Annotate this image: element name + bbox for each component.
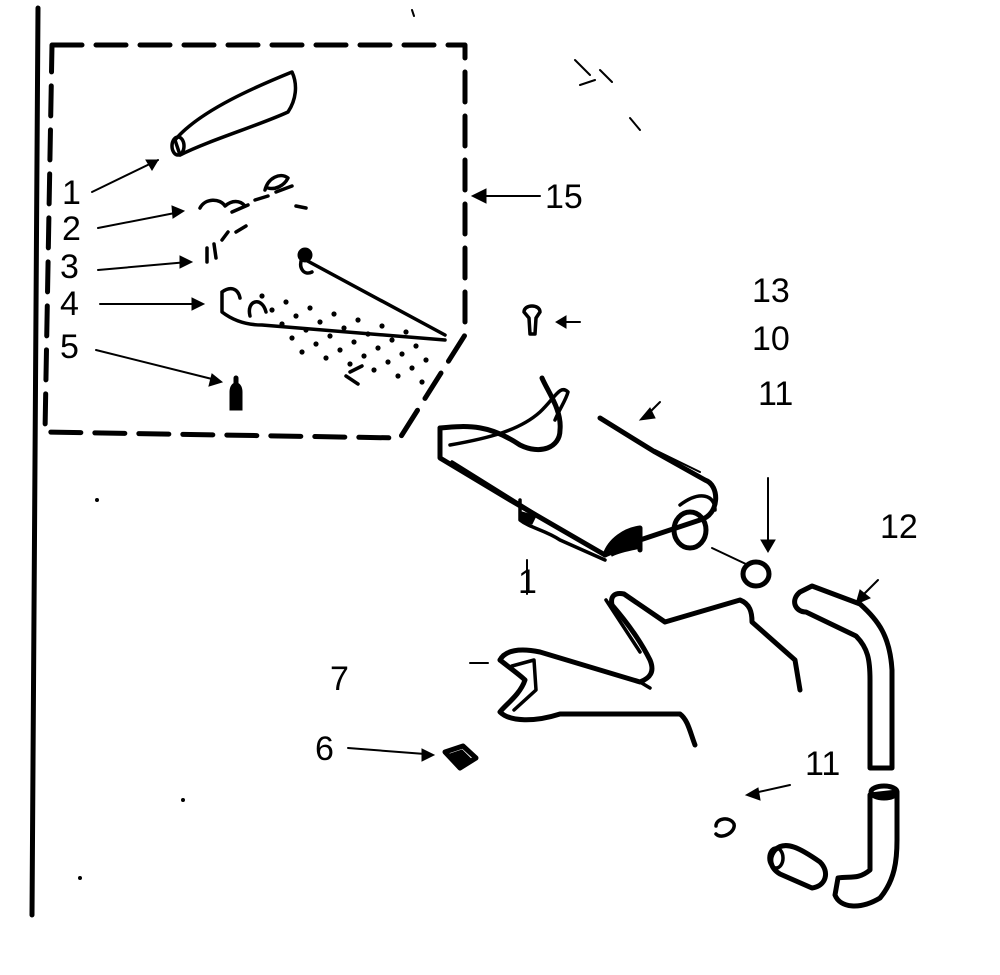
plate-hole (371, 367, 377, 373)
plate-hole (317, 319, 323, 325)
plate-hole (365, 331, 371, 337)
label-part-5: 5 (60, 328, 79, 366)
valve-body-part (437, 375, 719, 562)
short-tube-part (767, 843, 829, 891)
kit-arrow-15 (470, 188, 541, 204)
label-part-12: 12 (880, 508, 918, 546)
label-part-15: 15 (545, 178, 583, 216)
plate-hole (269, 307, 275, 313)
plate-holes (259, 293, 429, 385)
handle-cover-part (170, 70, 298, 157)
label-part-1-body: 1 (518, 563, 537, 601)
label-part-6: 6 (315, 730, 334, 768)
label-part-13: 13 (752, 272, 790, 310)
plate-hole (389, 337, 395, 343)
body-to-ring-line (711, 547, 749, 566)
top-screw-part (522, 304, 581, 336)
plate-hole (395, 373, 401, 379)
plate-hole (413, 343, 419, 349)
plate-hole (361, 353, 367, 359)
label-part-2: 2 (62, 210, 81, 248)
spring-clip-part (198, 173, 308, 214)
label-part-1: 1 (62, 174, 81, 212)
print-specks (78, 9, 641, 880)
plate-hole (259, 293, 265, 299)
plate-hole (351, 339, 357, 345)
screw-part (229, 375, 243, 411)
plate-hole (331, 311, 337, 317)
plate-hole (279, 321, 285, 327)
plate-hole (347, 361, 353, 367)
plate-hole (399, 351, 405, 357)
o-ring-upper-part (740, 477, 776, 589)
label-part-7: 7 (330, 660, 349, 698)
plate-hole (409, 365, 415, 371)
elbow-tube-part (792, 579, 900, 909)
plate-hole (337, 347, 343, 353)
label-part-10: 10 (752, 320, 790, 358)
o-ring-lower-part (714, 784, 791, 838)
block-part (347, 743, 479, 771)
plate-hole (307, 305, 313, 311)
wire-spring-part (469, 591, 803, 748)
page-border-line (29, 5, 41, 918)
kit-dashed-box (42, 42, 468, 441)
plate-hole (283, 299, 289, 305)
plate-hole (303, 327, 309, 333)
plate-hole (341, 325, 347, 331)
plate-hole (313, 341, 319, 347)
label-part-4: 4 (60, 285, 79, 323)
perforated-plate-part (220, 247, 447, 386)
plate-hole (323, 355, 329, 361)
plate-hole (355, 317, 361, 323)
plate-hole (293, 313, 299, 319)
label-part-11-lower: 11 (805, 745, 840, 783)
plate-hole (379, 323, 385, 329)
valve-leader (638, 401, 661, 421)
pin-part (205, 224, 248, 264)
plate-hole (327, 333, 333, 339)
plate-hole (419, 379, 425, 385)
plate-hole (299, 349, 305, 355)
plate-hole (289, 335, 295, 341)
plate-hole (403, 329, 409, 335)
label-part-3: 3 (60, 248, 79, 286)
plate-hole (375, 345, 381, 351)
label-part-11-upper: 11 (758, 375, 793, 413)
plate-hole (385, 359, 391, 365)
plate-hole (423, 357, 429, 363)
kit-leader-lines (91, 159, 224, 387)
